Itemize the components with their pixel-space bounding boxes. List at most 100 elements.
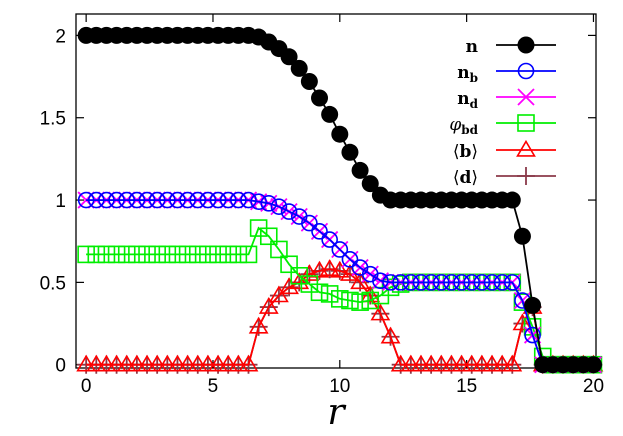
data-point [453,274,470,291]
y-tick-label: 2 [55,26,66,47]
y-tick-label: 0.5 [40,273,66,294]
legend-label-b: ⟨b⟩ [453,142,478,162]
data-point [392,274,409,291]
data-point [311,223,328,240]
data-point [208,354,228,372]
data-point [228,354,249,372]
data-point [198,354,218,372]
data-point [86,354,107,372]
data-point [290,59,308,77]
data-point [513,227,531,245]
series-line [86,199,594,366]
data-point [229,245,248,264]
data-point [372,272,389,290]
data-point [116,354,137,372]
data-point [97,245,116,264]
y-tick-label: 0 [55,356,66,377]
series-nb [77,191,602,374]
data-point [310,283,329,302]
data-point [209,191,227,209]
series-b [76,259,604,372]
data-point [390,354,411,372]
data-point [280,255,298,274]
data-point [258,297,279,314]
data-point [138,245,156,264]
data-point [502,354,523,372]
data-point [301,214,318,232]
x-tick-label: 10 [329,376,350,397]
series-nd [77,191,603,374]
legend-marker [517,167,535,185]
data-point [321,105,339,123]
data-point [471,354,492,372]
data-point [461,354,482,372]
x-tick-label: 20 [583,376,604,397]
data-point [96,354,117,372]
data-point [248,316,269,334]
data-point [351,161,369,179]
data-point [107,245,126,264]
data-point [148,245,166,264]
legend-marker [517,114,535,132]
series-line [86,268,594,366]
legend-marker [517,62,535,80]
data-point [351,293,369,311]
data-point [128,191,146,209]
data-point [320,285,339,303]
data-point [106,354,127,372]
data-point [87,191,105,209]
data-point [451,354,472,372]
data-point [158,245,177,264]
data-point [209,245,227,264]
data-point [341,291,359,310]
data-point [432,274,450,291]
data-point [524,296,542,314]
data-point [493,274,511,291]
y-tick-label: 1.5 [40,109,66,130]
legend-label-phi-bd: φbd [449,115,478,137]
data-point [443,274,460,291]
data-point [168,245,187,264]
data-point [503,191,521,209]
data-point [279,277,299,295]
data-point [584,356,602,374]
data-point [177,354,198,372]
data-point [341,251,359,268]
data-point [492,354,513,372]
data-point [380,326,401,344]
data-point [147,354,168,372]
data-point [77,245,95,264]
axis-ticks [76,14,596,368]
data-point [411,354,431,372]
data-point [238,354,259,372]
data-point [199,191,217,209]
data-point [159,191,176,209]
data-point [441,354,462,372]
data-point [280,48,298,66]
data-point [483,274,501,291]
data-point [167,354,188,372]
data-point [218,354,239,372]
data-point [482,354,502,372]
data-point [240,191,257,209]
data-point [108,191,125,209]
legend-label-n-d: nd [457,89,478,111]
series-n [77,26,602,374]
data-point [321,231,338,248]
data-point [179,191,196,209]
legend-samples [496,36,556,185]
data-point [361,291,380,310]
data-point [331,241,349,258]
data-point [421,354,442,372]
data-point [189,191,207,209]
data-point [361,175,379,193]
data-point [219,191,237,209]
data-point [76,354,97,372]
data-point [260,195,278,212]
data-point [128,245,146,264]
data-point [329,260,350,278]
series-layer [76,26,604,374]
data-point [412,274,430,291]
data-point [137,354,157,372]
